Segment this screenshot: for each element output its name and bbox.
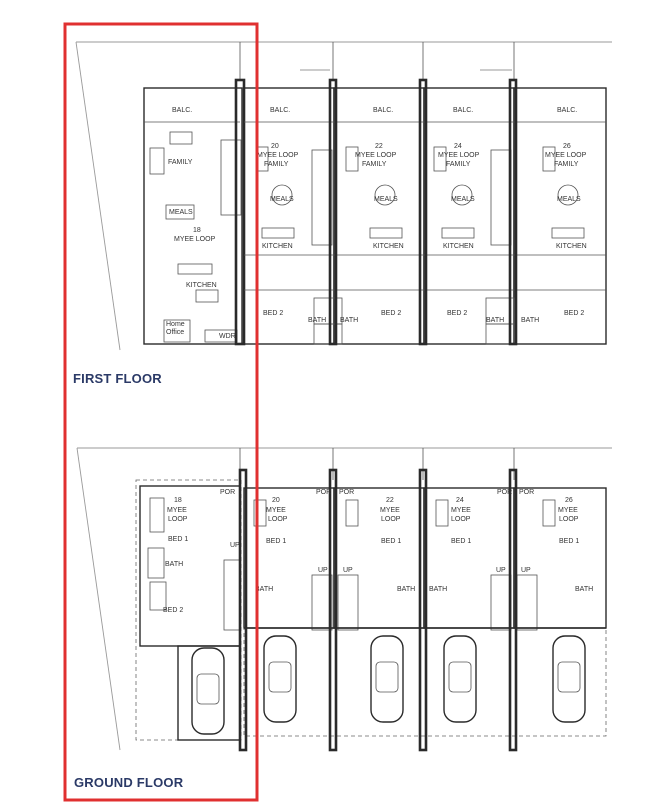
car-icon-20	[263, 635, 297, 723]
gf-loop-18: LOOP	[168, 516, 188, 523]
gf-bath-24: BATH	[429, 586, 447, 593]
bath-label-22: BATH	[340, 317, 358, 324]
car-icon-22	[370, 635, 404, 723]
unit-number-26: 26	[563, 143, 571, 150]
bed2-label-20: BED 2	[263, 310, 283, 317]
kitchen-label-26: KITCHEN	[556, 243, 587, 250]
bed2-label-22: BED 2	[381, 310, 401, 317]
balc-label-22: BALC.	[373, 107, 393, 114]
car-icons	[191, 635, 586, 735]
unit-street-26: MYEE LOOP	[545, 152, 587, 159]
gf-loop-24: LOOP	[451, 516, 471, 523]
kitchen-label-20: KITCHEN	[262, 243, 293, 250]
gf-up-26: UP	[521, 567, 531, 574]
gf-myee-22: MYEE	[380, 507, 400, 514]
highlight-box	[63, 22, 259, 802]
balc-label-24: BALC.	[453, 107, 473, 114]
gf-bed1-22: BED 1	[381, 538, 401, 545]
kitchen-label-24: KITCHEN	[443, 243, 474, 250]
gf-por-26: POR	[519, 489, 534, 496]
unit-street-22: MYEE LOOP	[355, 152, 397, 159]
gf-unit-number-18: 18	[174, 497, 182, 504]
gf-bed2-18: BED 2	[163, 607, 183, 614]
family-label-24: FAMILY	[446, 161, 471, 168]
kitchen-label-18: KITCHEN	[186, 282, 217, 289]
gf-bed1-18: BED 1	[168, 536, 188, 543]
gf-unit-number-24: 24	[456, 497, 464, 504]
gf-unit-number-26: 26	[565, 497, 573, 504]
gf-bed1-20: BED 1	[266, 538, 286, 545]
gf-up-24: UP	[496, 567, 506, 574]
ground-floor-labels: 18 MYEE LOOP 20 MYEE LOOP 22 MYEE LOOP 2…	[163, 489, 593, 614]
ground-floor-title: GROUND FLOOR	[74, 775, 184, 790]
unit-number-24: 24	[454, 143, 462, 150]
first-floor-labels: BALC. BALC. BALC. BALC. BALC. FAMILY FAM…	[166, 107, 587, 340]
unit-number-20: 20	[271, 143, 279, 150]
gf-up-22: UP	[343, 567, 353, 574]
gf-unit-number-22: 22	[386, 497, 394, 504]
balc-label-18: BALC.	[172, 107, 192, 114]
kitchen-label-22: KITCHEN	[373, 243, 404, 250]
bed2-label-26: BED 2	[564, 310, 584, 317]
gf-loop-22: LOOP	[381, 516, 401, 523]
gf-loop-20: LOOP	[268, 516, 288, 523]
meals-label-18: MEALS	[169, 209, 193, 216]
ground-floor-plan	[76, 447, 612, 752]
unit-street-24: MYEE LOOP	[438, 152, 480, 159]
gf-unit-number-20: 20	[272, 497, 280, 504]
bath-label-20: BATH	[308, 317, 326, 324]
unit-number-18: 18	[193, 227, 201, 234]
unit-number-22: 22	[375, 143, 383, 150]
meals-label-24: MEALS	[451, 196, 475, 203]
gf-loop-26: LOOP	[559, 516, 579, 523]
gf-por-24: POR	[497, 489, 512, 496]
gf-bath-26: BATH	[575, 586, 593, 593]
gf-por-18: POR	[220, 489, 235, 496]
first-floor-title: FIRST FLOOR	[73, 371, 162, 386]
bath-label-26: BATH	[521, 317, 539, 324]
wdr-label: WDR	[219, 333, 236, 340]
gf-por-20: POR	[316, 489, 331, 496]
first-floor-plan	[75, 41, 612, 351]
bath-label-24: BATH	[486, 317, 504, 324]
family-label-26: FAMILY	[554, 161, 579, 168]
home-office-label-2: Office	[166, 329, 184, 336]
gf-myee-24: MYEE	[451, 507, 471, 514]
car-icon-26	[552, 635, 586, 723]
gf-myee-20: MYEE	[266, 507, 286, 514]
gf-myee-26: MYEE	[558, 507, 578, 514]
family-label-18: FAMILY	[168, 159, 193, 166]
family-label-20: FAMILY	[264, 161, 289, 168]
unit-street-18: MYEE LOOP	[174, 236, 216, 243]
gf-bath-20: BATH	[255, 586, 273, 593]
gf-up-18: UP	[230, 542, 240, 549]
gf-bath-22: BATH	[397, 586, 415, 593]
home-office-label-1: Home	[166, 321, 185, 328]
meals-label-20: MEALS	[270, 196, 294, 203]
gf-myee-18: MYEE	[167, 507, 187, 514]
meals-label-26: MEALS	[557, 196, 581, 203]
gf-up-20: UP	[318, 567, 328, 574]
gf-bed1-24: BED 1	[451, 538, 471, 545]
gf-bed1-26: BED 1	[559, 538, 579, 545]
balc-label-20: BALC.	[270, 107, 290, 114]
family-label-22: FAMILY	[362, 161, 387, 168]
meals-label-22: MEALS	[374, 196, 398, 203]
gf-por-22: POR	[339, 489, 354, 496]
gf-bath-18: BATH	[165, 561, 183, 568]
car-icon-24	[443, 635, 477, 723]
unit-street-20: MYEE LOOP	[257, 152, 299, 159]
car-icon-18	[191, 647, 225, 735]
balc-label-26: BALC.	[557, 107, 577, 114]
bed2-label-24: BED 2	[447, 310, 467, 317]
